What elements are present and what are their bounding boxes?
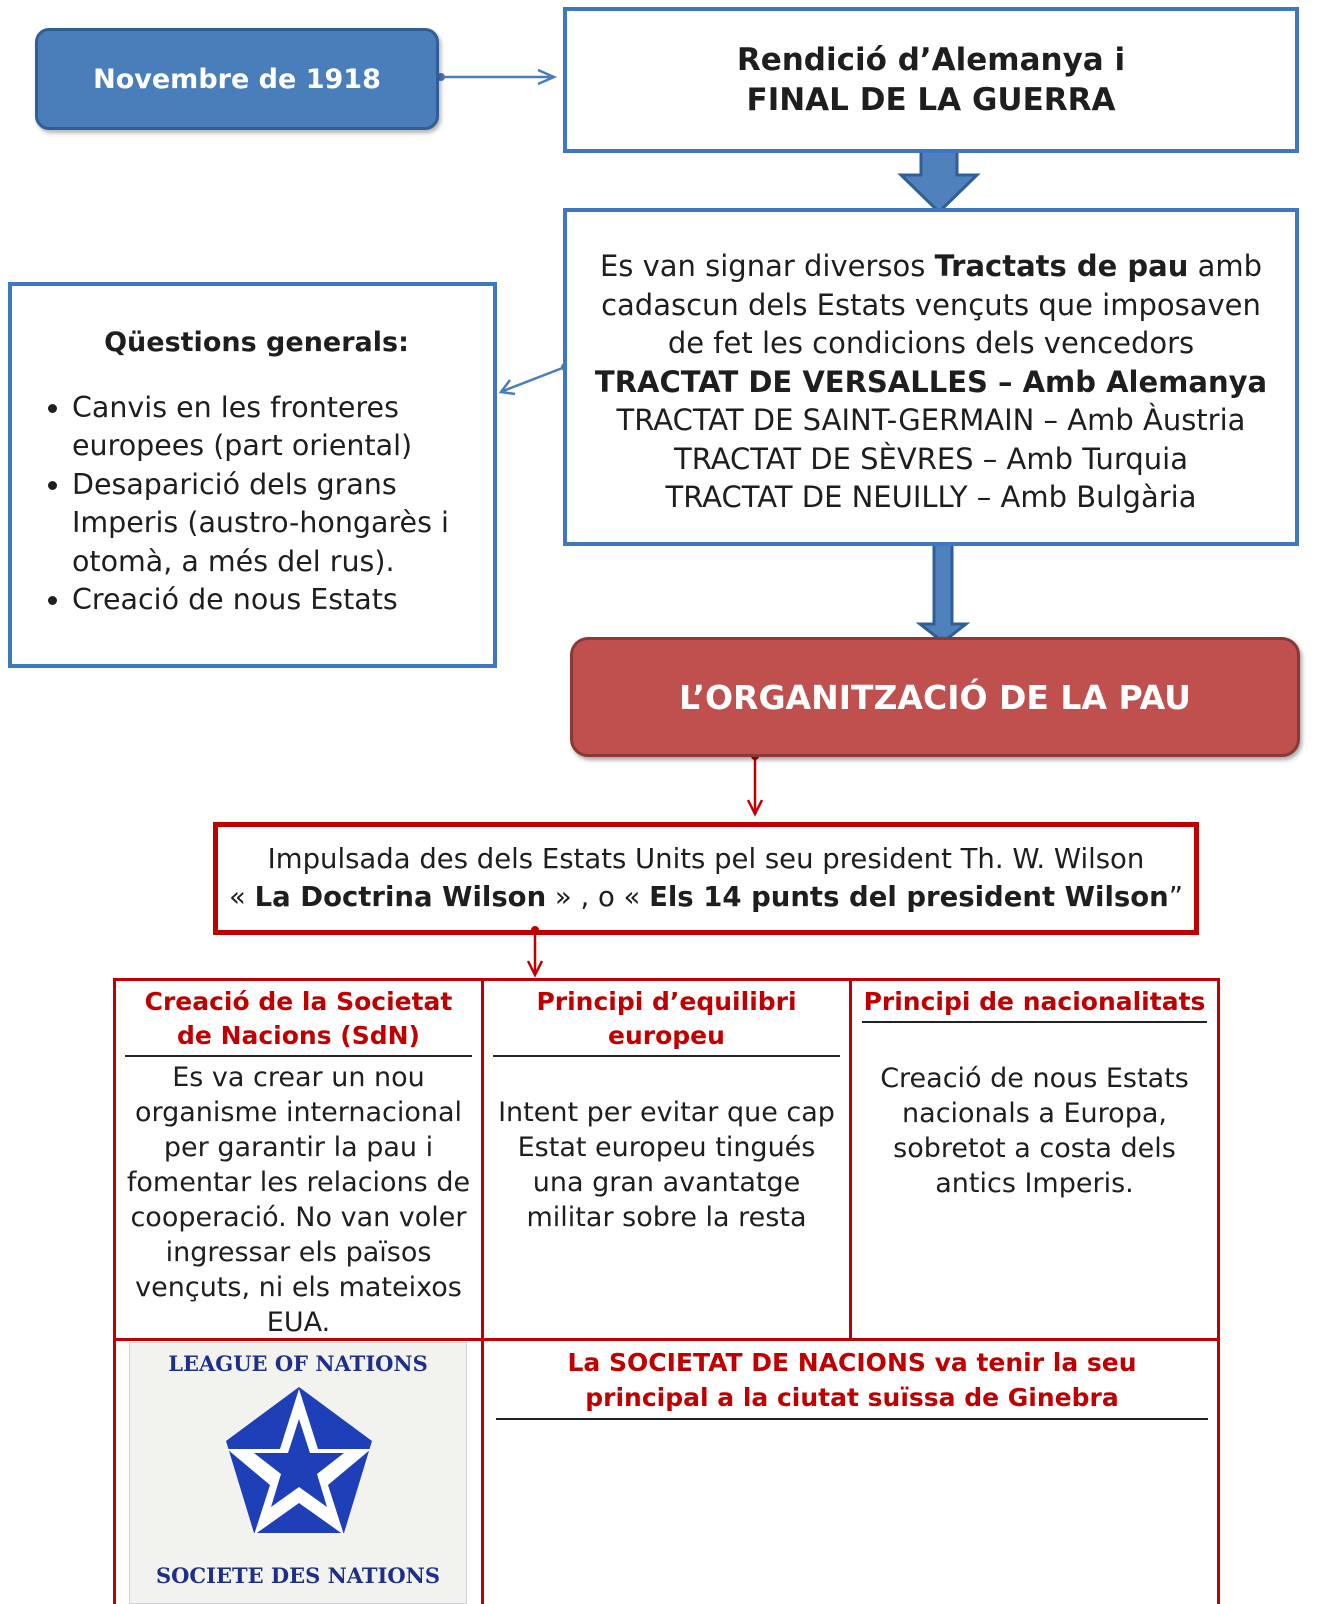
- down-block-arrow: [915, 531, 971, 644]
- column-nationalities: Principi de nacionalitats Creació de nou…: [852, 985, 1217, 1201]
- geneva-rule: [496, 1418, 1208, 1420]
- treaty-item: TRACTAT DE SAINT-GERMAIN – Amb Àustria: [616, 403, 1246, 437]
- end-of-war-line1: Rendició d’Alemanya i: [736, 42, 1126, 78]
- column-title: Principi d’equilibri europeu: [536, 987, 797, 1050]
- treaties-intro-rest: amb cadascun dels Estats vençuts que imp…: [601, 249, 1263, 360]
- general-title: Qüestions generals:: [104, 327, 409, 358]
- column-rule: [125, 1055, 472, 1057]
- general-list: Canvis en les fronteres europees (part o…: [36, 389, 477, 620]
- wilson-line2: « La Doctrina Wilson » , o « Els 14 punt…: [218, 878, 1194, 916]
- geneva-note: La SOCIETAT DE NACIONS va tenir la seu p…: [496, 1345, 1208, 1420]
- column-body: Creació de nous Estats nacionals a Europ…: [880, 1063, 1189, 1199]
- general-list-item: Canvis en les fronteres europees (part o…: [72, 389, 477, 466]
- general-list-item: Desaparició dels grans Imperis (austro-h…: [72, 466, 477, 582]
- treaties-box: Es van signar diversos Tractats de pau a…: [563, 208, 1299, 546]
- column-body: Es va crear un nou organisme internacion…: [126, 1062, 471, 1338]
- column-rule: [493, 1055, 840, 1057]
- date-label: Novembre de 1918: [93, 63, 381, 95]
- end-of-war-box: Rendició d’Alemanya i FINAL DE LA GUERRA: [563, 7, 1299, 153]
- treaties-intro: Es van signar diversos Tractats de pau a…: [567, 247, 1295, 363]
- logo-bottom-text: SOCIETE DES NATIONS: [155, 1563, 441, 1588]
- wilson-quote-open: «: [229, 881, 255, 913]
- column-body: Intent per evitar que cap Estat europeu …: [498, 1097, 835, 1233]
- column-title: Creació de la Societat de Nacions (SdN): [144, 987, 453, 1050]
- wilson-quote-close: ”: [1168, 881, 1183, 913]
- treaty-item: TRACTAT DE NEUILLY – Amb Bulgària: [665, 480, 1197, 514]
- general-list-item: Creació de nous Estats: [72, 581, 477, 620]
- wilson-line1: Impulsada des dels Estats Units pel seu …: [267, 843, 1145, 875]
- peace-organization-box: L’ORGANITZACIÓ DE LA PAU: [570, 637, 1300, 757]
- wilson-connector-text: » , o «: [546, 881, 650, 913]
- peace-organization-label: L’ORGANITZACIÓ DE LA PAU: [679, 677, 1191, 717]
- pentagon-star-icon: [226, 1387, 372, 1535]
- date-connector-arrow: [437, 68, 558, 86]
- treaty-item: TRACTAT DE VERSALLES – Amb Alemanya: [594, 364, 1268, 399]
- general-questions-box: Qüestions generals: Canvis en les fronte…: [8, 282, 497, 668]
- table-divider: [113, 1338, 1220, 1341]
- wilson-doctrine-name: La Doctrina Wilson: [254, 881, 547, 913]
- date-box: Novembre de 1918: [35, 28, 439, 130]
- pau-connector-arrow: [746, 752, 764, 817]
- principles-table: [113, 978, 1220, 1604]
- table-divider: [481, 978, 484, 1604]
- column-equilibrium: Principi d’equilibri europeu Intent per …: [484, 985, 849, 1235]
- treaties-intro-text: Es van signar diversos: [599, 249, 935, 283]
- column-title: Principi de nacionalitats: [863, 987, 1206, 1016]
- logo-top-text: LEAGUE OF NATIONS: [168, 1351, 428, 1376]
- wilson-doctrine-box: Impulsada des dels Estats Units pel seu …: [213, 822, 1199, 935]
- end-of-war-line2: FINAL DE LA GUERRA: [746, 82, 1116, 118]
- wilson-fourteen-points: Els 14 punts del president Wilson: [649, 881, 1169, 913]
- column-rule: [862, 1021, 1207, 1023]
- treaty-item: TRACTAT DE SÈVRES – Amb Turquia: [674, 441, 1188, 476]
- league-of-nations-logo: LEAGUE OF NATIONS SOCIETE DES NATIONS: [129, 1342, 467, 1604]
- table-divider: [849, 978, 852, 1341]
- column-sdn: Creació de la Societat de Nacions (SdN) …: [116, 985, 481, 1340]
- general-connector-arrow: [498, 363, 569, 396]
- treaties-intro-bold: Tractats de pau: [934, 249, 1189, 283]
- geneva-text: La SOCIETAT DE NACIONS va tenir la seu p…: [567, 1348, 1137, 1412]
